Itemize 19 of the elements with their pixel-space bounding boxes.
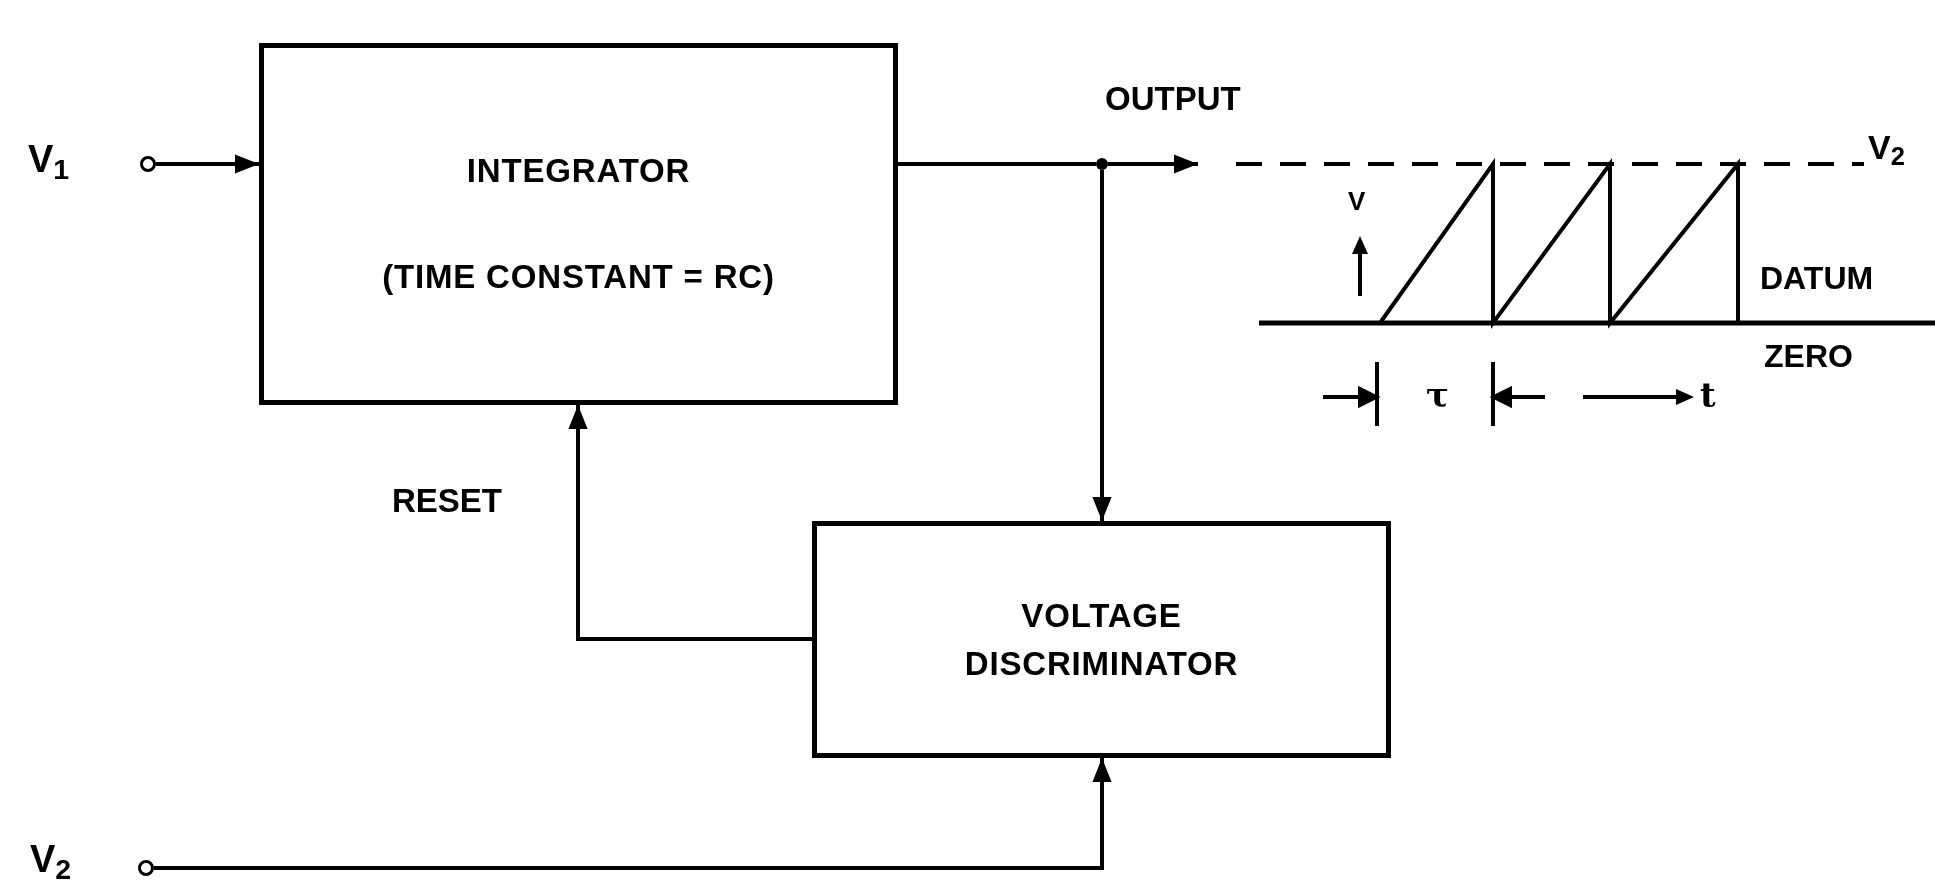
arrow — [154, 758, 1112, 870]
axis-label: t — [1700, 378, 1716, 412]
arrow — [1092, 170, 1112, 521]
terminal-label: V$_{1}$ — [28, 140, 70, 178]
axis-label: ZERO — [1764, 340, 1853, 372]
axis-label: V — [1348, 188, 1366, 214]
axis-label: V$_{2}$ — [1868, 130, 1905, 164]
axis-label: DATUM — [1760, 262, 1874, 294]
connector-line — [898, 162, 1096, 166]
arrow — [1108, 154, 1198, 174]
arrow — [156, 154, 259, 174]
axis-label: τ — [1426, 378, 1449, 412]
block-text: VOLTAGE DISCRIMINATOR — [963, 595, 1240, 684]
block-text: (TIME CONSTANT = RC) — [381, 257, 776, 297]
terminal-label: V$_{2}$ — [30, 840, 72, 878]
block-box — [812, 521, 1391, 758]
block-box — [259, 43, 898, 405]
block-text: INTEGRATOR — [465, 151, 692, 192]
arrow — [568, 405, 812, 641]
